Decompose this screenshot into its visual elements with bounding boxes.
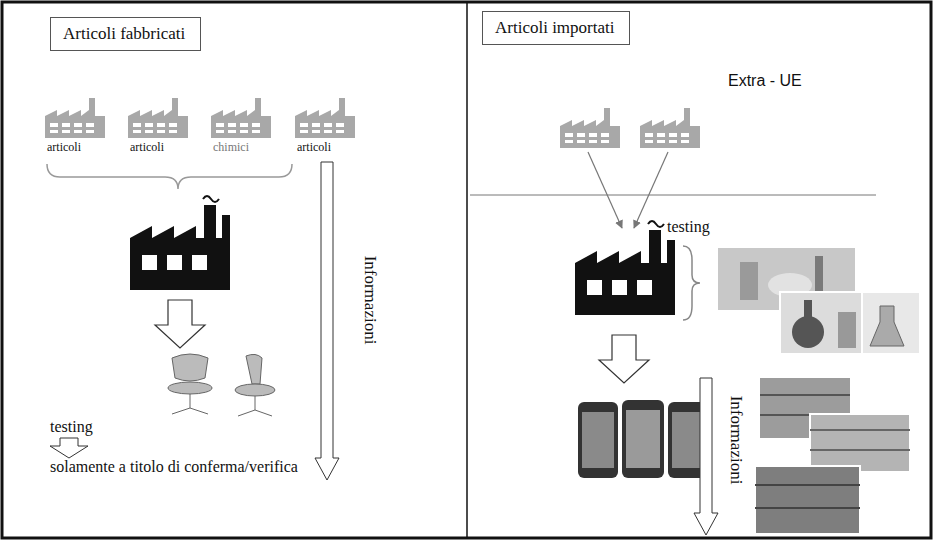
text-label: testing [50, 418, 93, 436]
text-label: testing [667, 218, 710, 236]
title-text: Articoli importati [495, 18, 617, 38]
flow-label: Informazioni [726, 396, 746, 485]
text-label: articoli [47, 141, 81, 155]
factory-icon [560, 108, 620, 148]
chair-picture [168, 354, 275, 416]
block-arrow [599, 335, 649, 383]
phone-picture [578, 400, 708, 478]
title-text: Articoli fabbricati [63, 24, 188, 44]
flow-label: Informazioni [360, 256, 380, 345]
text-label: solamente a titolo di conferma/verifica [50, 458, 298, 476]
flow-arrow [694, 378, 718, 535]
bracket [683, 246, 700, 320]
factory-icon [130, 196, 230, 290]
lab-photo [718, 248, 920, 354]
block-arrow [155, 300, 205, 348]
text-label: articoli [130, 141, 164, 155]
arrow-line [588, 152, 622, 228]
factory-icon [575, 221, 675, 315]
title-box: Articoli importati [482, 11, 630, 45]
title-box: Articoli fabbricati [50, 17, 201, 51]
text-label: Extra - UE [728, 72, 802, 90]
flow-arrow [315, 162, 339, 480]
arrow-line [634, 152, 668, 228]
factory-icon [640, 108, 700, 148]
factory-icon [128, 98, 188, 138]
warehouse-photo [755, 378, 910, 534]
bracket [47, 164, 292, 189]
border-line [470, 195, 876, 196]
factory-icon [211, 98, 271, 138]
text-label: chimici [213, 141, 249, 155]
divider [466, 2, 468, 539]
block-arrow [50, 438, 88, 458]
factory-icon [45, 98, 105, 138]
text-label: articoli [297, 141, 331, 155]
factory-icon [295, 98, 355, 138]
